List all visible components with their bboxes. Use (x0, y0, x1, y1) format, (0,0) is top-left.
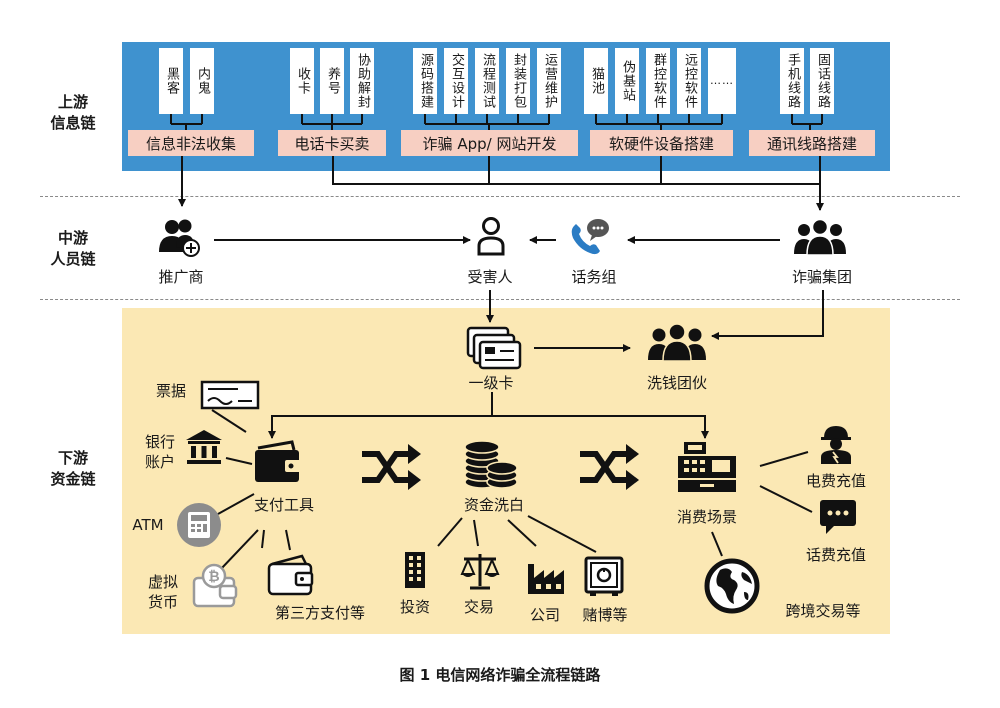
promoter-group-icon (159, 219, 200, 257)
category-sim-trade: 电话卡买卖 (278, 130, 386, 156)
call-team-label: 话务组 (571, 268, 617, 286)
figure-caption: 图 1 电信网络诈骗全流程链路 (399, 666, 601, 684)
divider-top (40, 196, 960, 197)
globe-icon (704, 558, 760, 614)
company-label: 公司 (529, 606, 560, 624)
upstream-item: 黑客 (159, 48, 183, 114)
laundering-label: 资金洗白 (463, 496, 524, 514)
bank-account-label: 银行 账户 (144, 433, 175, 471)
atm-label: ATM (132, 516, 164, 534)
upstream-item: 群控软件 (646, 48, 670, 114)
upstream-item: 内鬼 (190, 48, 214, 114)
shuffle-left-icon (362, 444, 421, 490)
fraud-group-label: 诈骗集团 (791, 268, 852, 286)
building-icon (405, 552, 425, 588)
payment-tools-label: 支付工具 (253, 496, 314, 514)
bank-building-icon (186, 430, 222, 464)
upstream-item: 协助解封 (350, 48, 374, 114)
call-center-icon (571, 219, 609, 255)
category-info-collection: 信息非法收集 (128, 130, 254, 156)
electricity-label: 电费充值 (805, 472, 866, 490)
cash-register-icon (678, 442, 736, 492)
upstream-item: 猫池 (584, 48, 608, 114)
row-label-upstream: 上游 信息链 (50, 93, 96, 132)
upstream-item: 远控软件 (677, 48, 701, 114)
laundering-gang-label: 洗钱团伙 (646, 374, 707, 392)
third-party-wallet-icon (267, 554, 314, 596)
bill-cheque-icon (200, 380, 260, 410)
shuffle-right-icon (580, 444, 639, 490)
upstream-item: 运营维护 (537, 48, 561, 114)
victim-person-icon (477, 217, 505, 256)
wallet-icon (255, 440, 301, 482)
bitcoin-wallet-icon: ₿ (192, 563, 238, 608)
bank-card-icon (466, 326, 522, 370)
category-app-dev: 诈骗 App/ 网站开发 (401, 130, 578, 156)
divider-bottom (40, 299, 960, 300)
trading-label: 交易 (463, 598, 494, 616)
electric-worker-icon (821, 426, 851, 464)
upstream-item: 封装打包 (506, 48, 530, 114)
svg-text:₿: ₿ (208, 569, 219, 585)
investment-label: 投资 (399, 598, 430, 616)
upstream-item: 流程测试 (475, 48, 499, 114)
victim-label: 受害人 (467, 268, 513, 286)
scale-icon (460, 554, 500, 590)
row-label-downstream: 下游 资金链 (50, 449, 96, 488)
factory-icon (528, 564, 564, 594)
upstream-item: 养号 (320, 48, 344, 114)
consumption-label: 消费场景 (676, 508, 737, 526)
cross-border-label: 跨境交易等 (785, 602, 861, 620)
phone-topup-label: 话费充值 (805, 546, 866, 564)
upstream-item: 收卡 (290, 48, 314, 114)
coins-stack-icon (464, 440, 518, 489)
row-label-midstream: 中游 人员链 (50, 229, 96, 268)
chat-bubble-icon (820, 500, 856, 534)
virtual-currency-label: 虚拟 货币 (147, 573, 178, 611)
promoter-label: 推广商 (158, 268, 204, 286)
upstream-item-ellipsis: …… (708, 48, 736, 114)
upstream-item: 固话线路 (810, 48, 834, 114)
fraud-group-icon (794, 218, 846, 256)
upstream-item: 手机线路 (780, 48, 804, 114)
laundering-gang-icon (648, 323, 706, 362)
gambling-label: 赌博等 (582, 606, 628, 624)
bill-label: 票据 (155, 382, 186, 400)
atm-machine-icon (177, 503, 221, 547)
safe-box-icon (584, 556, 624, 596)
category-line-setup: 通讯线路搭建 (749, 130, 875, 156)
upstream-item: 交互设计 (444, 48, 468, 114)
first-card-label: 一级卡 (468, 374, 514, 392)
category-hardware-setup: 软硬件设备搭建 (590, 130, 733, 156)
upstream-item: 源码搭建 (413, 48, 437, 114)
upstream-item: 伪基站 (615, 48, 639, 114)
third-party-label: 第三方支付等 (274, 604, 365, 622)
